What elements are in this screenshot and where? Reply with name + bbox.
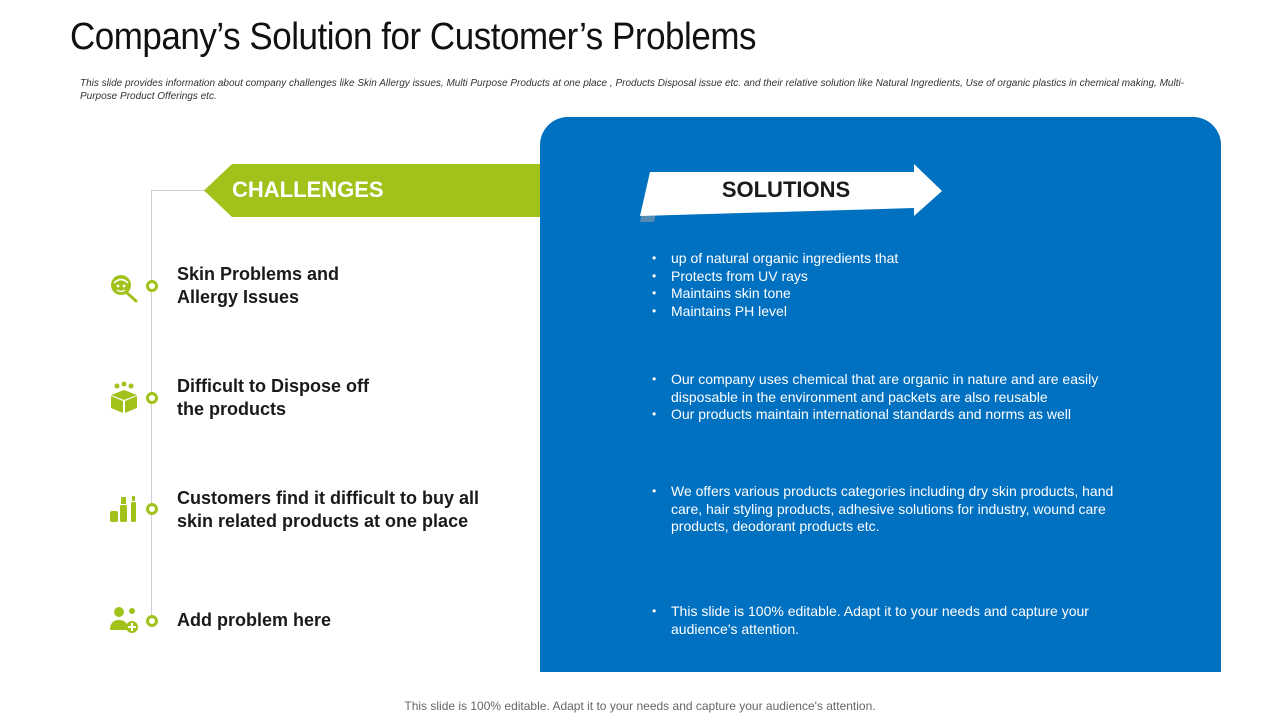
problem-line: Difficult to Dispose off bbox=[177, 376, 369, 396]
gift-box-icon bbox=[111, 381, 137, 413]
solution-list: Our company uses chemical that are organ… bbox=[652, 371, 1132, 424]
timeline-dot bbox=[146, 615, 158, 627]
problem-line: Allergy Issues bbox=[177, 287, 300, 307]
solution-bullet: This slide is 100% editable. Adapt it to… bbox=[652, 603, 1132, 638]
solution-list: This slide is 100% editable. Adapt it to… bbox=[652, 603, 1132, 638]
solutions-arrow bbox=[640, 164, 942, 222]
problem-item: Customers find it difficult to buy all s… bbox=[177, 487, 507, 533]
slide-description: This slide provides information about co… bbox=[80, 78, 1185, 102]
challenges-arrow bbox=[204, 164, 540, 217]
timeline-dot bbox=[146, 503, 158, 515]
problem-line: Skin Problems and bbox=[177, 264, 340, 284]
problem-line: Add problem here bbox=[177, 610, 332, 630]
problem-line: skin related products at one place bbox=[177, 511, 469, 531]
problem-item: Difficult to Dispose off the products bbox=[177, 375, 507, 421]
challenges-header: CHALLENGES bbox=[232, 177, 384, 202]
problem-item: Skin Problems and Allergy Issues bbox=[177, 263, 507, 309]
page-title: Company’s Solution for Customer’s Proble… bbox=[70, 16, 757, 58]
face-mask-icon bbox=[111, 275, 138, 303]
timeline-line bbox=[151, 190, 152, 620]
solution-bullet: Our company uses chemical that are organ… bbox=[652, 371, 1132, 406]
timeline-dot bbox=[146, 280, 158, 292]
solution-bullet: up of natural organic ingredients that bbox=[652, 250, 1132, 268]
footer-note: This slide is 100% editable. Adapt it to… bbox=[404, 699, 876, 713]
solution-bullet: Protects from UV rays bbox=[652, 268, 1132, 286]
solution-list: We offers various products categories in… bbox=[652, 483, 1132, 536]
solution-bullet: Our products maintain international stan… bbox=[652, 406, 1132, 424]
timeline-dot bbox=[146, 392, 158, 404]
timeline-connector bbox=[151, 190, 211, 191]
cosmetics-icon bbox=[110, 496, 136, 522]
solutions-header: SOLUTIONS bbox=[721, 177, 851, 202]
problem-line: Customers find it difficult to buy all bbox=[177, 488, 480, 508]
problem-line: the products bbox=[177, 399, 287, 419]
solution-bullet: Maintains PH level bbox=[652, 303, 1132, 321]
solution-list: up of natural organic ingredients that P… bbox=[652, 250, 1132, 320]
user-add-icon bbox=[110, 607, 138, 633]
solution-bullet: Maintains skin tone bbox=[652, 285, 1132, 303]
solution-bullet: We offers various products categories in… bbox=[652, 483, 1132, 536]
problem-item: Add problem here bbox=[177, 609, 507, 632]
